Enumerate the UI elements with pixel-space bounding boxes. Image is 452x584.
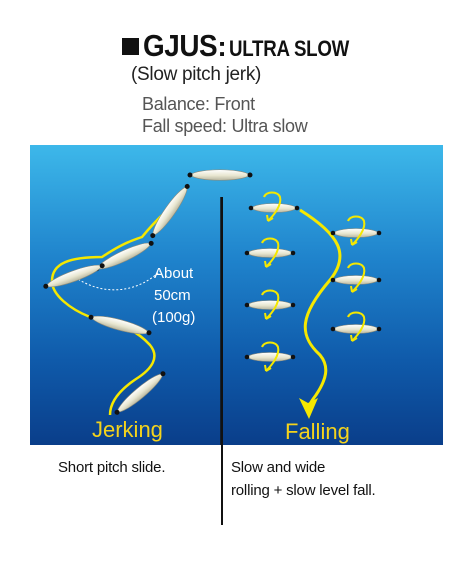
lure-jerk-1 [146, 180, 194, 242]
falling-label: Falling [285, 419, 350, 444]
distance-label-2: 50cm [154, 287, 191, 304]
title-colon: : [217, 31, 227, 62]
subtitle: (Slow pitch jerk) [131, 64, 262, 85]
caption-falling-line2: rolling + slow level fall. [231, 482, 376, 499]
lure-fall-6 [330, 275, 382, 285]
title-model: GJUS [143, 28, 218, 63]
lure-fall-7 [330, 324, 382, 334]
title-action-type: ULTRA SLOW [228, 36, 349, 61]
jerk-path-lower [50, 280, 156, 416]
fall-arrow-icon [299, 398, 318, 419]
lure-fall-5 [330, 228, 382, 238]
jerking-label: Jerking [92, 417, 163, 442]
title: GJUS : ULTRA SLOW [122, 28, 370, 64]
distance-label-1: About [154, 265, 194, 282]
rolling-arrows [261, 191, 366, 372]
fall-speed-spec: Fall speed: Ultra slow [142, 116, 308, 136]
caption-jerking: Short pitch slide. [58, 459, 166, 476]
lure-fall-1 [248, 203, 300, 213]
distance-label-3: (100g) [152, 309, 195, 326]
fall-path [299, 208, 342, 410]
header: GJUS : ULTRA SLOW (Slow pitch jerk) Bala… [0, 0, 452, 145]
bullet-square-icon [122, 38, 139, 55]
balance-spec: Balance: Front [142, 94, 255, 114]
diagram-svg: About 50cm (100g) [41, 169, 382, 445]
lure-fall-2 [244, 248, 296, 258]
column-divider [221, 197, 223, 525]
lure-jerk-4 [86, 311, 154, 339]
caption-falling-line1: Slow and wide [231, 459, 326, 476]
action-diagram: About 50cm (100g) [30, 145, 443, 445]
lure-fall-3 [244, 300, 296, 310]
lure-top [187, 169, 253, 181]
lure-fall-4 [244, 352, 296, 362]
